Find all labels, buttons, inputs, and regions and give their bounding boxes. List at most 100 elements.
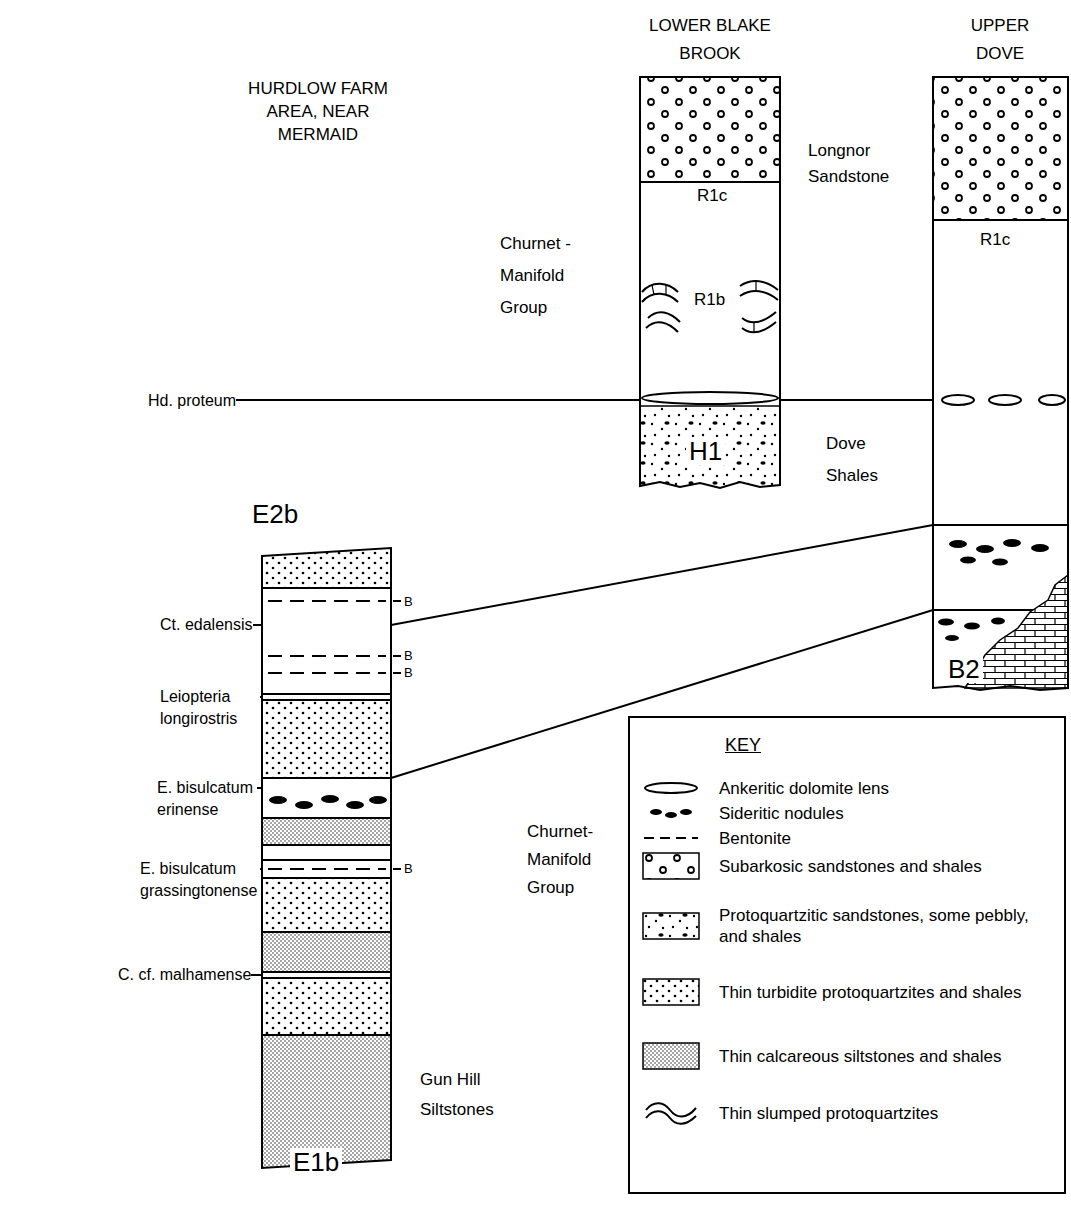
hurdlow-column-fill (262, 932, 391, 972)
upper-dove-column-fill (989, 395, 1021, 405)
legend-symbol (642, 978, 700, 1006)
blake-brook-column-fill (640, 406, 780, 488)
legend-symbol (642, 831, 700, 845)
zone-label: E1b (290, 1148, 342, 1176)
formation-label: Gun Hill Siltstones (420, 1065, 520, 1125)
blake-brook-column-fill (753, 323, 754, 333)
formation-label: Dove Shales (826, 428, 888, 492)
blake-brook-column-fill (642, 392, 778, 404)
hurdlow-column-fill (268, 601, 386, 869)
upper-dove-column-fill (942, 395, 974, 405)
blake-brook-column-fill (665, 284, 666, 294)
hurdlow-column-fill (268, 600, 386, 602)
correlation-leader (780, 399, 933, 401)
nodule-symbol (650, 809, 662, 815)
hurdlow-column-fill (295, 801, 313, 809)
hurdlow-column-fill (262, 548, 401, 1168)
pattern-swatch (643, 853, 699, 879)
blake-brook-column-fill (648, 312, 680, 322)
legend-symbol (642, 780, 700, 796)
zone-label: B2 (945, 655, 983, 683)
upper-dove-column-fill (949, 539, 1049, 566)
legend-symbol (642, 1098, 700, 1128)
upper-dove-column-fill (964, 623, 980, 630)
blake-brook-column-fill (640, 77, 780, 182)
column-heading: LOWER BLAKE BROOK (635, 12, 785, 68)
zone-label: E2b (252, 500, 298, 528)
legend-symbol (642, 1042, 700, 1070)
blake-brook-column-fill (652, 285, 654, 295)
hurdlow-column-fill (393, 600, 401, 602)
marker-band-label: E. bisulcatum erinense (157, 777, 257, 821)
zone-label: H1 (686, 437, 725, 465)
nodule-symbol (680, 809, 692, 815)
correlation-line (391, 525, 933, 625)
blake-brook-column-fill (742, 322, 776, 332)
blake-brook-column-fill (640, 77, 780, 488)
hurdlow-column-fill (262, 980, 391, 1035)
hurdlow-column-fill (262, 977, 391, 979)
blake-brook-column-fill (640, 405, 780, 407)
hurdlow-column-fill (393, 601, 401, 869)
hurdlow-column-fill (262, 878, 391, 932)
hurdlow-column-fill (262, 548, 391, 1168)
upper-dove-column-fill (933, 219, 1068, 221)
upper-dove-column-fill (933, 77, 1068, 690)
hurdlow-column-fill (321, 795, 339, 803)
marker-band-label: Hd. proteum (148, 390, 236, 412)
formation-label: Longnor Sandstone (808, 138, 918, 190)
upper-dove-column-fill (992, 559, 1008, 566)
upper-dove-column-fill (1003, 539, 1021, 547)
upper-dove-column-fill (933, 524, 1068, 526)
upper-dove-column-fill (942, 395, 1065, 405)
marker-band-label: Ct. edalensis (160, 614, 253, 636)
hurdlow-column-fill (269, 796, 287, 804)
correlation-line (391, 610, 933, 778)
zone-label: R1c (695, 185, 729, 207)
legend-symbol (642, 852, 700, 880)
hurdlow-column-fill (262, 588, 391, 1035)
column-heading: UPPER DOVE (955, 12, 1045, 68)
nodule-symbol (665, 812, 677, 818)
blake-brook-column-fill (642, 284, 678, 292)
zone-label: R1c (978, 229, 1012, 251)
hurdlow-column-fill (262, 859, 391, 861)
slump-symbol (646, 1111, 696, 1124)
pattern-swatch (643, 913, 699, 939)
area-title: HURDLOW FARM AREA, NEAR MERMAID (233, 77, 403, 146)
blake-brook-column-fill (646, 322, 678, 332)
hurdlow-column-fill (262, 587, 391, 589)
key-heading: KEY (725, 734, 761, 756)
legend-symbol (642, 806, 700, 820)
correlation-leader (118, 400, 933, 975)
hurdlow-column-fill (262, 1034, 391, 1036)
hurdlow-column-fill (393, 655, 401, 657)
legend-text: Thin slumped protoquartzites (719, 1103, 1054, 1124)
hurdlow-column-fill (393, 672, 401, 674)
upper-dove-column-fill (945, 635, 959, 641)
hurdlow-column-fill (262, 877, 391, 879)
blake-brook-column-fill (740, 281, 778, 290)
bentonite-tag: B (404, 594, 413, 609)
lens-symbol (645, 783, 697, 793)
legend-text: Bentonite (719, 828, 1054, 849)
legend-text: Protoquartzitic sandstones, some pebbly,… (719, 905, 1054, 947)
marker-band-label: Leiopteria longirostris (160, 686, 260, 730)
legend-text: Thin calcareous siltstones and shales (719, 1046, 1054, 1067)
blake-brook-column-fill (642, 294, 678, 302)
blake-brook-column-fill (652, 281, 756, 333)
blake-brook-column-fill (642, 281, 778, 332)
legend-text: Subarkosic sandstones and shales (719, 856, 1054, 877)
hurdlow-column-fill (262, 971, 391, 973)
hurdlow-column-fill (262, 818, 391, 845)
section-column: E2bE1b (262, 548, 391, 1168)
legend-text: Ankeritic dolomite lens (719, 778, 1054, 799)
bentonite-symbol (644, 837, 698, 839)
hurdlow-column-fill (268, 672, 386, 674)
pattern-swatch (643, 979, 699, 1005)
hurdlow-column-fill (262, 844, 391, 846)
hurdlow-column-fill (346, 801, 364, 809)
section-column: LOWER BLAKE BROOKR1cR1bH1 (640, 77, 780, 485)
legend-symbol (642, 912, 700, 940)
